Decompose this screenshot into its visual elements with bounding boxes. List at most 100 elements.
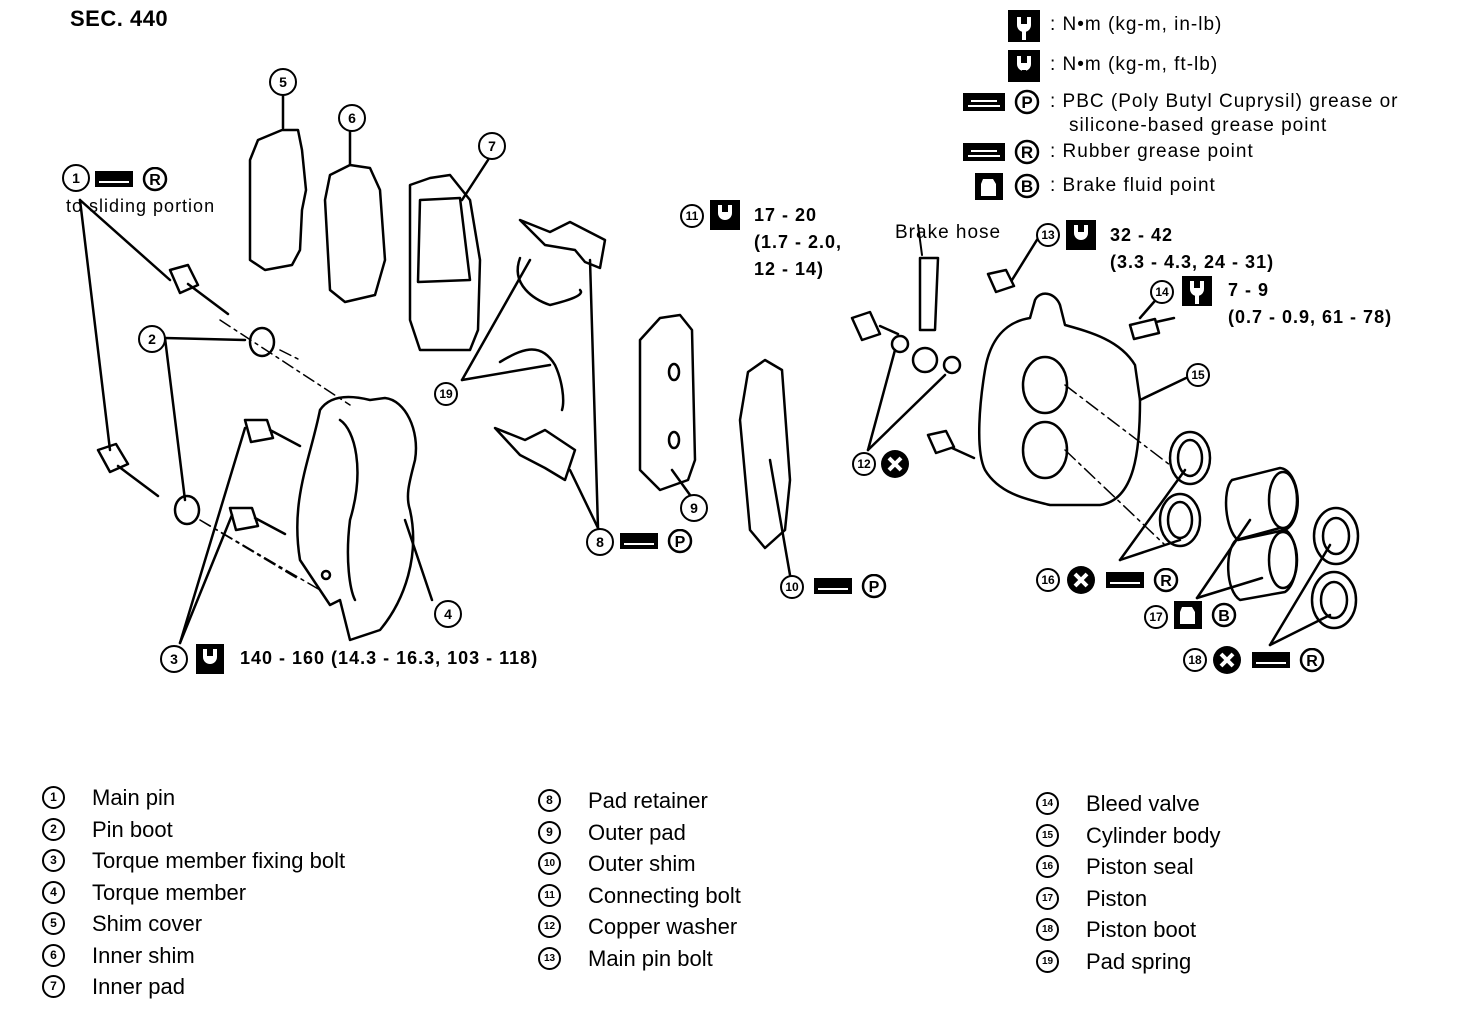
callout-4: 4 xyxy=(434,600,462,628)
leader-17b xyxy=(1195,576,1264,600)
piston-seal-lower xyxy=(1158,492,1202,548)
pad-retainer-upper xyxy=(518,218,607,270)
grease-gun-icon: R xyxy=(95,166,169,198)
legend-text-3: : PBC (Poly Butyl Cuprysil) grease or xyxy=(1050,91,1399,112)
cylinder-body xyxy=(978,292,1142,507)
callout-11: 11 xyxy=(680,204,704,228)
leader-16a xyxy=(1118,468,1187,562)
cylinder-bore-upper xyxy=(1021,355,1069,415)
leader-4 xyxy=(403,518,434,602)
callout-11-torque-2: (1.7 - 2.0, xyxy=(754,232,843,252)
pad-retainer-lower xyxy=(493,426,577,482)
legend-text-1: : N•m (kg-m, in-lb) xyxy=(1050,14,1223,35)
svg-text:R: R xyxy=(1306,653,1318,670)
callout-14-torque-1: 7 - 9 xyxy=(1228,280,1270,300)
torque-bolt-lower xyxy=(228,506,287,536)
leader-3a xyxy=(178,426,247,645)
callout-19: 19 xyxy=(434,382,458,406)
leader-17a xyxy=(1195,518,1252,600)
callout-3-torque: 140 - 160 (14.3 - 16.3, 103 - 118) xyxy=(240,648,539,668)
leader-15 xyxy=(1138,376,1188,402)
legend-text-4: : Rubber grease point xyxy=(1050,141,1254,162)
torque-wrench-icon xyxy=(196,644,224,679)
do-not-reuse-icon xyxy=(1212,645,1242,680)
leader-2a xyxy=(163,336,247,342)
brake-fluid-icon: B xyxy=(1174,600,1240,635)
torque-member xyxy=(296,395,418,642)
brake-caliper-exploded-diagram xyxy=(78,94,1360,647)
grease-gun-r-icon: R xyxy=(963,139,1043,170)
callout-8: 8 xyxy=(586,528,614,556)
outer-shim xyxy=(738,358,792,550)
cylinder-bore-lower xyxy=(1021,420,1069,480)
main-pin-bolt-lower xyxy=(926,429,976,460)
svg-text:B: B xyxy=(1218,608,1230,625)
leader-13 xyxy=(1010,233,1042,282)
do-not-reuse-icon xyxy=(1066,565,1096,600)
piston-lower xyxy=(1226,526,1298,602)
callout-17: 17 xyxy=(1144,605,1168,629)
svg-text:R: R xyxy=(1021,143,1033,162)
torque-wrench-icon xyxy=(1008,50,1040,87)
torque-bolt-upper xyxy=(243,418,302,448)
connecting-bolt xyxy=(850,310,900,342)
piston-upper xyxy=(1224,466,1299,542)
copper-washer-1 xyxy=(890,334,910,354)
grease-gun-icon: R xyxy=(1252,647,1326,679)
piston-boot-upper xyxy=(1312,506,1360,566)
callout-12: 12 xyxy=(852,452,876,476)
inner-pad xyxy=(408,173,482,352)
torque-wrench-small-icon xyxy=(1008,10,1040,47)
callout-5: 5 xyxy=(269,68,297,96)
bleed-valve xyxy=(1128,316,1176,341)
callout-1-note: to sliding portion xyxy=(66,196,216,216)
leader-7 xyxy=(460,158,490,202)
grease-gun-icon: R xyxy=(1106,567,1180,599)
leader-12a xyxy=(866,348,897,452)
callout-2: 2 xyxy=(138,325,166,353)
torque-member-inner xyxy=(338,418,359,602)
inner-shim xyxy=(323,163,387,304)
main-pin-upper xyxy=(168,263,230,316)
torque-wrench-icon xyxy=(1066,220,1096,255)
callout-13-torque-2: (3.3 - 4.3, 24 - 31) xyxy=(1110,252,1275,272)
grease-gun-icon: P xyxy=(814,573,888,605)
svg-text:B: B xyxy=(1021,177,1033,196)
piston-seal-upper xyxy=(1168,430,1212,486)
leader-18a xyxy=(1268,543,1332,647)
copper-washer-2 xyxy=(942,355,962,375)
callout-13-torque-1: 32 - 42 xyxy=(1110,225,1174,245)
shim-cover xyxy=(248,128,308,272)
svg-text:P: P xyxy=(675,534,686,551)
callout-18: 18 xyxy=(1183,648,1207,672)
pad-spring-lower xyxy=(498,348,565,412)
callout-16: 16 xyxy=(1036,568,1060,592)
callout-11-torque-1: 17 - 20 xyxy=(754,205,818,225)
piston-boot-lower xyxy=(1310,570,1358,630)
callout-14: 14 xyxy=(1150,280,1174,304)
svg-text:P: P xyxy=(1021,93,1032,112)
pin-boot-lower xyxy=(173,494,201,526)
callout-9: 9 xyxy=(680,494,708,522)
brake-hose xyxy=(918,256,940,332)
leader-2b xyxy=(163,336,187,502)
svg-text:R: R xyxy=(149,172,161,189)
callout-6: 6 xyxy=(338,104,366,132)
